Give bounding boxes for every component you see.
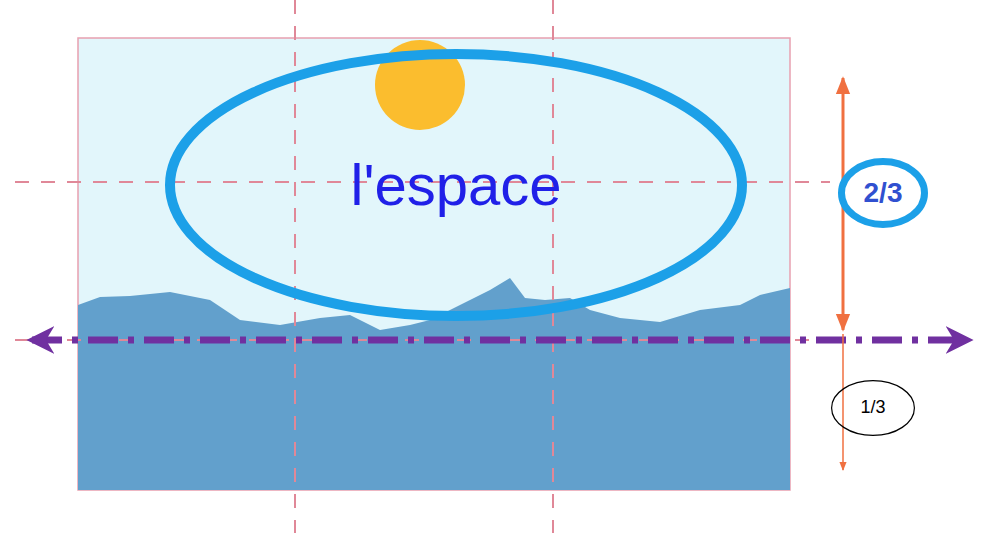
space-ellipse: l'espace <box>165 49 747 321</box>
thirds-grid <box>15 0 830 533</box>
sky-frame <box>78 38 790 490</box>
horizon-arrow <box>32 337 968 344</box>
node-text: 2/3 <box>864 178 903 209</box>
fraction-ellipse: 1/3 <box>831 380 915 436</box>
mountains <box>78 278 790 490</box>
one-third-arrow <box>842 334 844 470</box>
node-text: 1/3 <box>860 398 885 418</box>
node-text: l'espace <box>351 153 562 217</box>
fraction-ellipse: 2/3 <box>838 158 928 228</box>
